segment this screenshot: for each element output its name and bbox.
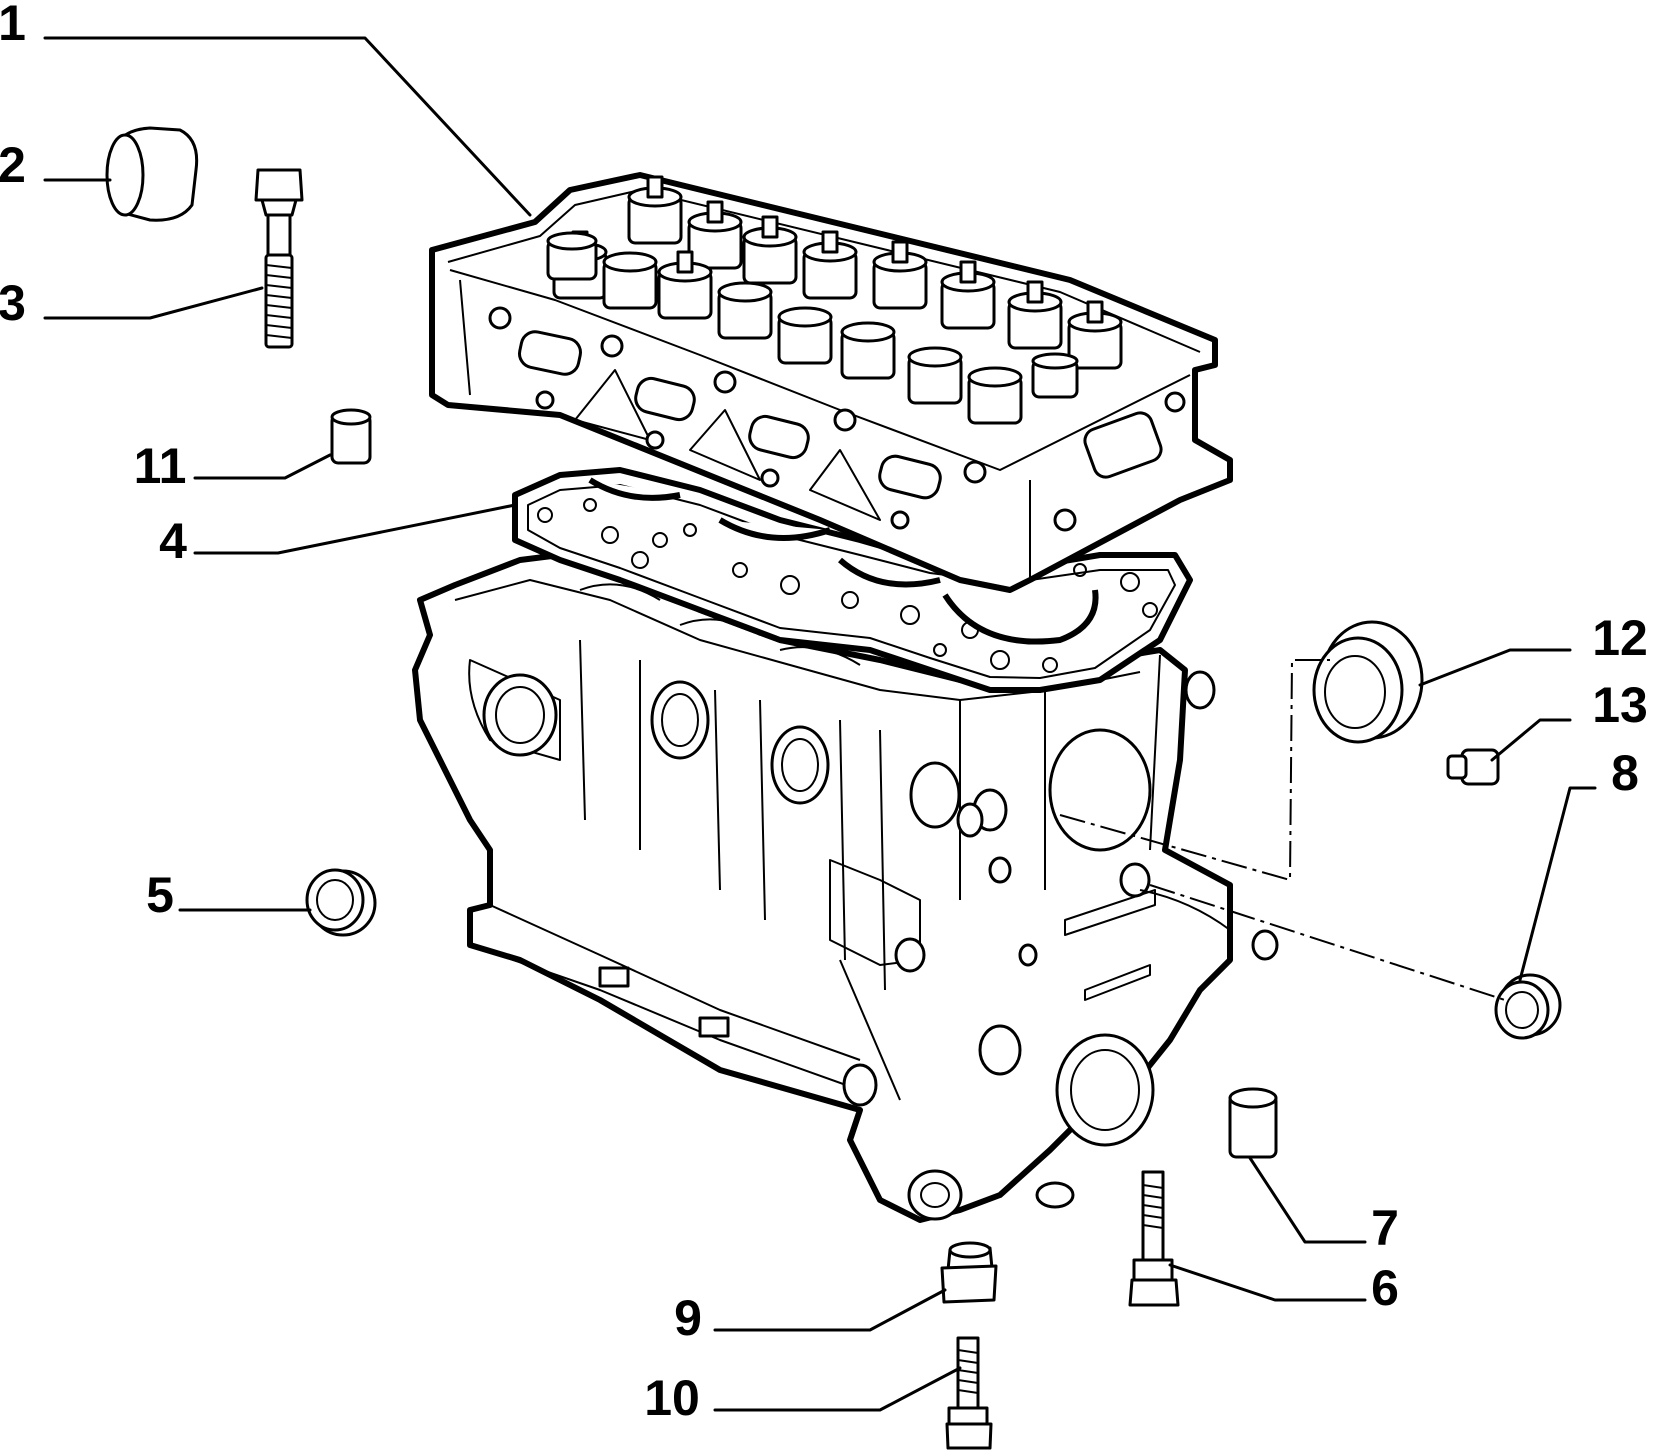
valve-spring xyxy=(907,346,963,405)
leader-10 xyxy=(713,1366,962,1412)
valve-springs xyxy=(546,175,1123,425)
part-13-plug xyxy=(1446,748,1500,786)
valve-spring xyxy=(802,230,858,300)
head-ports xyxy=(518,330,1163,500)
part-10-bolt xyxy=(945,1336,993,1450)
part-5-plug xyxy=(305,868,377,937)
callout-8: 8 xyxy=(1611,745,1639,801)
leader-lines xyxy=(43,36,1597,1412)
leader-11 xyxy=(193,453,332,480)
callout-4: 4 xyxy=(159,513,187,569)
callout-7: 7 xyxy=(1371,1200,1399,1256)
callout-6: 6 xyxy=(1371,1260,1399,1316)
valve-spring xyxy=(940,260,996,330)
valve-spring xyxy=(840,321,896,380)
valve-spring xyxy=(602,251,658,310)
valve-spring xyxy=(717,281,773,340)
part-12-seal xyxy=(1312,620,1424,744)
callout-11: 11 xyxy=(134,438,187,494)
gasket-holes xyxy=(537,498,1158,673)
leader-7 xyxy=(1248,1156,1367,1244)
part-6-bolt xyxy=(1128,1170,1180,1307)
leader-4 xyxy=(193,503,517,555)
leader-8 xyxy=(1518,786,1597,982)
callout-1: 1 xyxy=(0,0,26,51)
callout-3: 3 xyxy=(0,275,26,331)
valve-spring xyxy=(1031,352,1079,399)
leader-9 xyxy=(713,1288,947,1332)
part-2-tappet xyxy=(105,126,199,222)
callout-13: 13 xyxy=(1592,677,1648,733)
valve-spring xyxy=(657,250,713,320)
engine-block xyxy=(412,552,1279,1223)
valve-spring xyxy=(627,175,683,245)
valve-spring xyxy=(1067,300,1123,370)
part-7-dowel xyxy=(1228,1087,1278,1159)
valve-spring xyxy=(546,231,598,281)
valve-spring xyxy=(777,306,833,365)
valve-spring xyxy=(742,215,798,285)
part-3-head-bolt xyxy=(254,168,304,349)
callout-2: 2 xyxy=(0,137,26,193)
head-gasket xyxy=(512,467,1193,693)
callout-10: 10 xyxy=(644,1370,700,1426)
leader-12 xyxy=(1418,648,1572,687)
callout-9: 9 xyxy=(674,1290,702,1346)
leader-3 xyxy=(43,286,264,320)
part-11-dowel xyxy=(330,408,372,465)
leader-1 xyxy=(43,36,532,217)
leader-13 xyxy=(1490,718,1572,762)
leader-6 xyxy=(1168,1263,1367,1302)
valve-spring xyxy=(872,240,928,310)
valve-spring xyxy=(687,200,743,270)
part-8-plug xyxy=(1494,973,1562,1040)
part-9-bushing xyxy=(940,1241,998,1304)
callout-labels: 1 2 3 4 5 6 7 8 9 10 11 12 13 xyxy=(0,0,1648,1426)
cylinder-head xyxy=(429,172,1233,593)
callout-12: 12 xyxy=(1592,610,1648,666)
assembly-lines xyxy=(1059,659,1506,1001)
valve-spring xyxy=(1007,280,1063,350)
callout-5: 5 xyxy=(146,867,174,923)
valve-spring xyxy=(967,366,1023,425)
